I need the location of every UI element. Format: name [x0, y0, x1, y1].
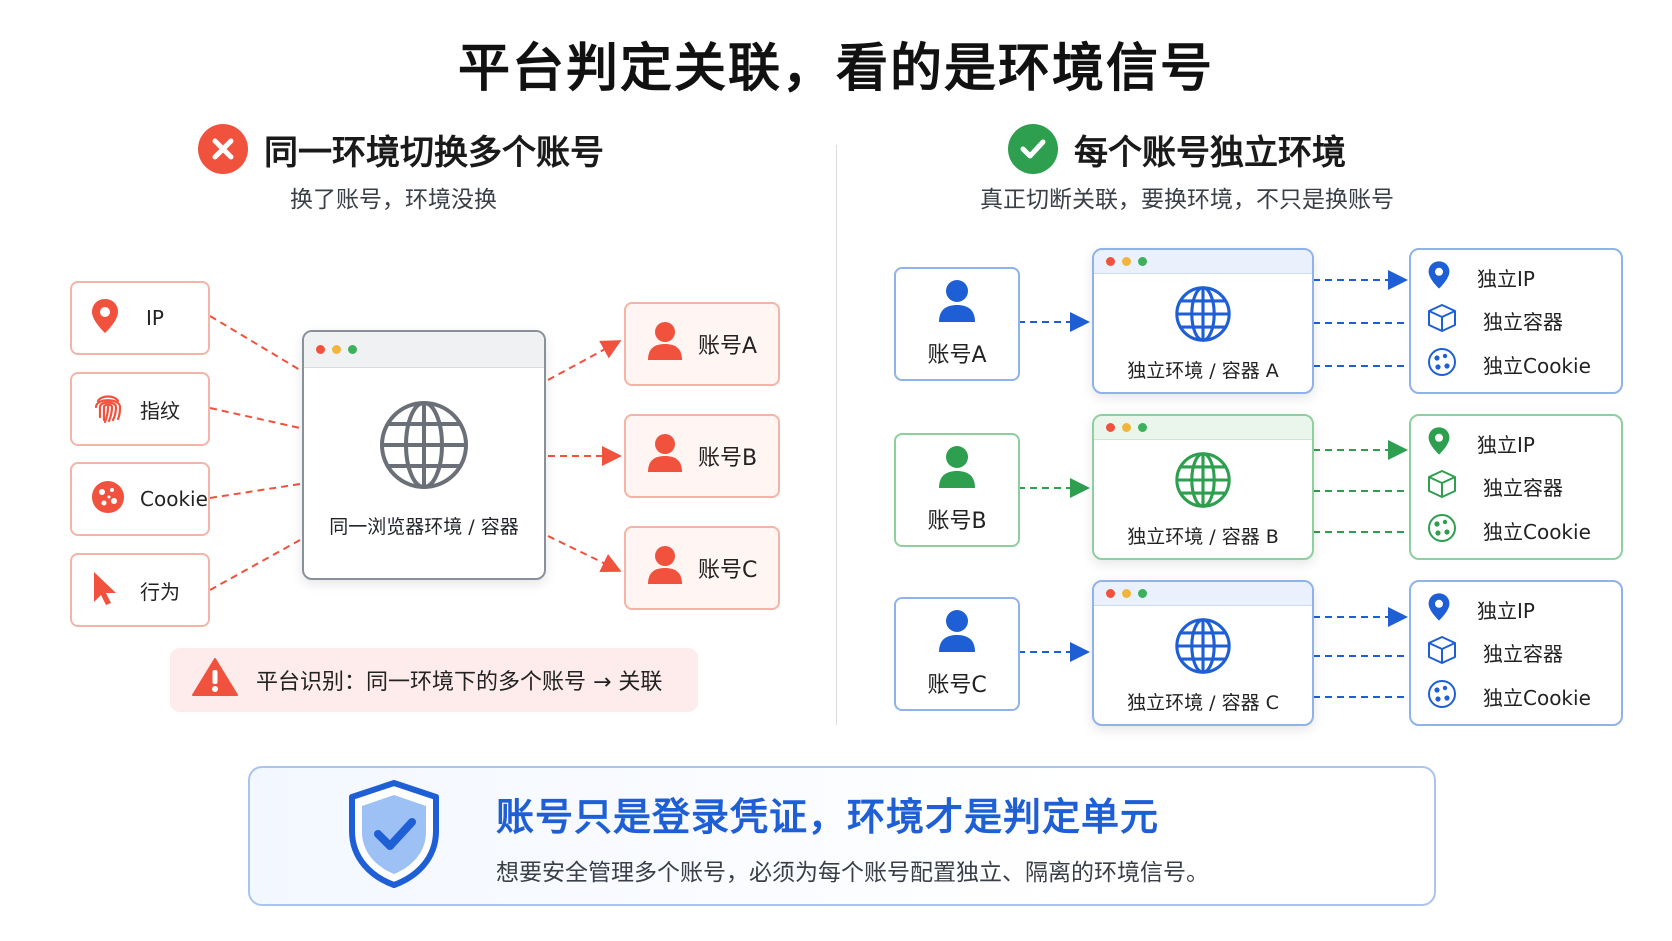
account-a-label: 账号A — [698, 334, 758, 359]
user-icon — [646, 433, 684, 479]
fingerprint-icon — [90, 389, 126, 430]
signal-container-label: 独立容器 — [1483, 310, 1563, 335]
account-b: 账号B — [624, 414, 780, 498]
env-container-a: 独立环境 / 容器 A — [1092, 248, 1314, 394]
conclusion-title: 账号只是登录凭证，环境才是判定单元 — [496, 794, 1160, 839]
env-label-b: 独立环境 / 容器 B — [1127, 526, 1279, 548]
right-account-c: 账号C — [894, 597, 1020, 711]
warning-text: 平台识别：同一环境下的多个账号 → 关联 — [256, 670, 663, 695]
cube-icon — [1427, 635, 1457, 670]
error-x-icon — [198, 124, 248, 174]
signal-cookie-label: Cookie — [140, 487, 208, 511]
user-icon — [937, 279, 977, 329]
signal-ip-label: 独立IP — [1477, 267, 1535, 292]
association-warning: 平台识别：同一环境下的多个账号 → 关联 — [170, 648, 698, 712]
location-pin-icon — [1427, 426, 1451, 461]
signal-fingerprint: 指纹 — [70, 372, 210, 446]
signal-behavior-label: 行为 — [140, 579, 180, 604]
browser-label: 同一浏览器环境 / 容器 — [329, 516, 519, 538]
env-label-c: 独立环境 / 容器 C — [1127, 692, 1279, 714]
cursor-icon — [90, 570, 120, 611]
signal-list-c: 独立IP 独立容器 独立Cookie — [1409, 580, 1623, 726]
warning-triangle-icon — [192, 657, 238, 703]
cookie-icon — [1427, 347, 1457, 382]
location-pin-icon — [90, 298, 120, 339]
signal-ip-label: 独立IP — [1477, 599, 1535, 624]
signal-cookie-label: 独立Cookie — [1483, 685, 1591, 710]
line-fingerprint-to-browser — [209, 407, 301, 429]
right-subtitle: 真正切断关联，要换环境，不只是换账号 — [980, 187, 1394, 213]
signal-ip-label: 独立IP — [1477, 433, 1535, 458]
right-account-c-label: 账号C — [927, 673, 987, 698]
user-icon — [937, 609, 977, 659]
shared-browser-window: 同一浏览器环境 / 容器 — [302, 330, 546, 580]
left-subtitle: 换了账号，环境没换 — [290, 187, 497, 213]
browser-title-bar — [304, 332, 544, 368]
right-heading-text: 每个账号独立环境 — [1074, 132, 1346, 173]
location-pin-icon — [1427, 592, 1451, 627]
arrow-to-account-a — [547, 340, 622, 381]
signal-cookie-label: 独立Cookie — [1483, 519, 1591, 544]
location-pin-icon — [1427, 260, 1451, 295]
left-heading-text: 同一环境切换多个账号 — [264, 132, 604, 173]
conclusion-subtitle: 想要安全管理多个账号，必须为每个账号配置独立、隔离的环境信号。 — [496, 859, 1209, 886]
env-container-b: 独立环境 / 容器 B — [1092, 414, 1314, 560]
right-account-a: 账号A — [894, 267, 1020, 381]
right-account-b-label: 账号B — [927, 509, 987, 534]
cookie-icon — [90, 479, 126, 520]
left-heading: 同一环境切换多个账号 — [198, 124, 604, 174]
signal-cookie-label: 独立Cookie — [1483, 353, 1591, 378]
signal-container-label: 独立容器 — [1483, 476, 1563, 501]
cube-icon — [1427, 303, 1457, 338]
line-cookie-to-browser — [209, 483, 301, 499]
globe-icon — [379, 400, 469, 494]
account-c-label: 账号C — [698, 558, 758, 583]
signal-ip-label: IP — [146, 306, 164, 330]
env-container-c: 独立环境 / 容器 C — [1092, 580, 1314, 726]
right-account-b: 账号B — [894, 433, 1020, 547]
line-behavior-to-browser — [209, 539, 301, 591]
panel-divider — [836, 145, 837, 725]
shield-check-icon — [346, 779, 442, 893]
globe-icon — [1175, 452, 1231, 512]
signal-cookie: Cookie — [70, 462, 210, 536]
globe-icon — [1175, 286, 1231, 346]
signal-list-a: 独立IP 独立容器 独立Cookie — [1409, 248, 1623, 394]
cube-icon — [1427, 469, 1457, 504]
signal-behavior: 行为 — [70, 553, 210, 627]
signal-container-label: 独立容器 — [1483, 642, 1563, 667]
right-account-a-label: 账号A — [927, 343, 987, 368]
conclusion-card: 账号只是登录凭证，环境才是判定单元 想要安全管理多个账号，必须为每个账号配置独立… — [248, 766, 1436, 906]
user-icon — [646, 321, 684, 367]
env-label-a: 独立环境 / 容器 A — [1127, 360, 1279, 382]
user-icon — [646, 545, 684, 591]
right-heading: 每个账号独立环境 — [1008, 124, 1346, 174]
arrow-to-account-c — [547, 535, 622, 573]
check-circle-icon — [1008, 124, 1058, 174]
cookie-icon — [1427, 679, 1457, 714]
cookie-icon — [1427, 513, 1457, 548]
globe-icon — [1175, 618, 1231, 678]
account-b-label: 账号B — [698, 446, 758, 471]
main-title: 平台判定关联，看的是环境信号 — [457, 39, 1214, 99]
user-icon — [937, 445, 977, 495]
line-ip-to-browser — [209, 315, 301, 371]
signal-ip: IP — [70, 281, 210, 355]
account-c: 账号C — [624, 526, 780, 610]
account-a: 账号A — [624, 302, 780, 386]
signal-fingerprint-label: 指纹 — [140, 398, 180, 423]
signal-list-b: 独立IP 独立容器 独立Cookie — [1409, 414, 1623, 560]
